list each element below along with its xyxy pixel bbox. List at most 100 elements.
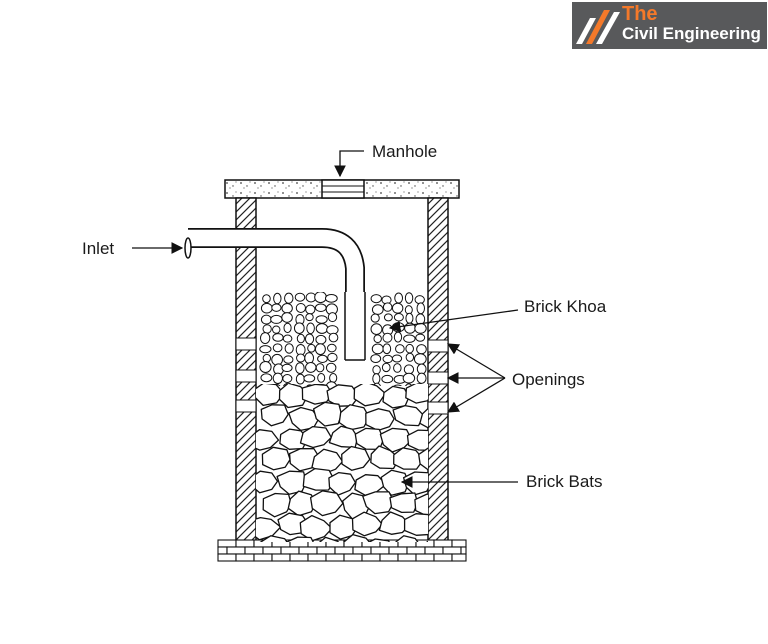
foundation-brick (244, 546, 264, 555)
brick-bat-stone (299, 514, 333, 542)
khoa-pebble (282, 334, 293, 343)
khoa-pebble (281, 312, 293, 323)
khoa-pebble (283, 355, 294, 364)
foundation-brick (460, 546, 467, 555)
foundation-brick (397, 553, 417, 562)
khoa-pebble (382, 332, 393, 343)
khoa-pebble (317, 372, 326, 383)
khoa-pebble (327, 312, 338, 323)
left-wall (235, 197, 257, 543)
brick-bat-stone (256, 384, 285, 407)
leader-lines (132, 150, 519, 488)
khoa-pebble (272, 372, 283, 385)
khoa-pebble (391, 354, 403, 363)
khoa-pebble (272, 325, 281, 334)
logo-line-1: The (622, 3, 658, 25)
khoa-pebble (372, 365, 381, 375)
foundation-brick (235, 553, 255, 562)
cover-slab (224, 179, 460, 199)
openings-label: Openings (512, 370, 585, 389)
logo-line-2: Civil Engineering (622, 24, 761, 43)
brick-bat-stone (259, 535, 288, 542)
khoa-pebble (259, 361, 272, 373)
manhole-label: Manhole (372, 142, 437, 161)
foundation-brick (334, 546, 354, 555)
khoa-pebble (414, 295, 425, 305)
foundation-brick (316, 546, 336, 555)
foundation-brick (298, 546, 318, 555)
khoa-pebble (416, 363, 427, 375)
khoa-pebble (315, 334, 327, 345)
khoa-pebble (272, 343, 283, 353)
khoa-pebble (284, 292, 294, 304)
brick-bat-stone (278, 384, 309, 409)
brick-foundation (217, 539, 467, 562)
brick-bat-stone (365, 408, 395, 432)
khoa-pebble (272, 333, 284, 342)
khoa-pebble (315, 315, 328, 324)
khoa-pebble (317, 354, 328, 363)
khoa-pebble (416, 372, 427, 384)
foundation-brick (451, 539, 467, 548)
khoa-pebble (405, 343, 414, 354)
brick-bat-stone (405, 384, 428, 404)
brick-bat-stone (425, 540, 428, 542)
khoa-pebble (270, 314, 283, 324)
khoa-pebble (416, 344, 427, 355)
foundation-brick (424, 546, 444, 555)
khoa-pebble (329, 372, 338, 383)
foundation-brick (433, 553, 453, 562)
khoa-pebble (370, 294, 382, 304)
khoa-pebble (315, 363, 325, 373)
khoa-pebble (284, 343, 294, 354)
khoa-pebble (403, 364, 415, 375)
khoa-pebble (370, 323, 383, 335)
khoa-pebble (394, 292, 404, 304)
khoa-pebble (404, 292, 414, 304)
khoa-pebble (295, 302, 306, 313)
brick-bat-stone (378, 511, 411, 535)
foundation-brick (451, 553, 467, 562)
khoa-pebble (314, 292, 327, 304)
khoa-pebble (382, 302, 393, 312)
brick-bats-label: Brick Bats (526, 472, 603, 491)
brick-bat-stone (256, 429, 280, 451)
khoa-pebble (306, 322, 315, 335)
brick-bats-fill (256, 384, 428, 542)
khoa-pebble (393, 363, 402, 373)
khoa-pebble (370, 354, 382, 363)
foundation-brick (262, 546, 282, 555)
khoa-pebble (271, 353, 284, 366)
khoa-pebble (314, 343, 326, 356)
brick-bat-stone (392, 404, 425, 427)
khoa-pebble (296, 353, 306, 363)
khoa-pebble (295, 373, 305, 385)
foundation-brick (370, 546, 390, 555)
brick-bat-stone (338, 404, 370, 431)
khoa-pebble (381, 374, 394, 384)
khoa-pebble (281, 363, 293, 373)
khoa-pebble (271, 303, 282, 312)
khoa-pebble (391, 302, 404, 314)
logo-stripes-icon (576, 10, 620, 44)
khoa-pebble (405, 312, 414, 324)
khoa-pebble (395, 344, 405, 354)
khoa-pebble (314, 303, 327, 312)
brand-logo: The Civil Engineering (572, 2, 767, 49)
khoa-pebble (383, 313, 393, 322)
brick-bat-stone (406, 429, 428, 451)
brick-bat-stone (256, 470, 279, 494)
brick-bat-stone (362, 491, 395, 515)
khoa-pebble (294, 292, 306, 302)
khoa-pebble (373, 334, 382, 344)
khoa-pebble (305, 313, 314, 322)
brick-bat-stone (287, 490, 317, 517)
brick-bat-stone (341, 445, 371, 471)
khoa-pebble (393, 313, 404, 322)
khoa-pebble (381, 362, 391, 373)
brick-bat-stone (368, 538, 390, 542)
brick-bat-stone (311, 448, 344, 475)
inlet-pipe (184, 228, 366, 361)
foundation-brick (289, 553, 309, 562)
brick-bat-stone (328, 471, 357, 496)
